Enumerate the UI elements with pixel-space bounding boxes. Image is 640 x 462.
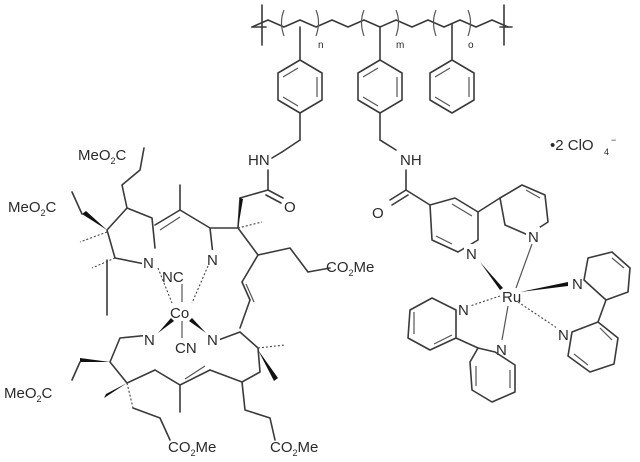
ru-nitrogen-4: N — [558, 327, 569, 344]
nitrogen-b: N — [207, 252, 218, 269]
cobalamin-linker: HN O — [237, 139, 301, 229]
axial-nc-label: NC — [162, 269, 184, 286]
ester-top-left-2: MeO2C — [8, 199, 57, 218]
ruthenium-linker: NH O — [372, 139, 431, 222]
amide-nh-ru-label: NH — [400, 152, 422, 169]
ru-nitrogen-1: N — [466, 246, 477, 263]
ru-nitrogen-5: N — [458, 302, 469, 319]
repeat-m-label: m — [396, 40, 404, 51]
ruthenium-complex: N N Ru N N N N — [407, 184, 631, 403]
nitrogen-c: N — [207, 332, 218, 349]
svg-text:4: 4 — [604, 147, 609, 157]
ruthenium-label: Ru — [502, 289, 521, 306]
perchlorate-label: •2 ClO — [550, 137, 594, 154]
ester-bottom-left: MeO2C — [4, 385, 53, 404]
cobalt-label: Co — [170, 305, 189, 322]
counterion: •2 ClO 4 − — [550, 135, 616, 157]
nitrogen-a: N — [143, 255, 154, 272]
cobalamin-core: N N N N Co NC CN MeO2C MeO2C — [4, 147, 374, 458]
polymer-backbone: n m o — [251, 4, 513, 61]
repeat-n-label: n — [318, 40, 324, 51]
ester-right: CO2Me — [326, 259, 374, 278]
ester-bottom-2: CO2Me — [270, 439, 318, 458]
benzene-ring-3 — [429, 59, 475, 114]
ru-nitrogen-6: N — [496, 342, 507, 359]
nitrogen-d: N — [144, 332, 155, 349]
ru-nitrogen-3: N — [572, 276, 583, 293]
benzene-ring-1 — [277, 59, 323, 141]
ester-top-left-1: MeO2C — [78, 147, 127, 166]
benzene-ring-2 — [357, 59, 403, 141]
amide-o-label: O — [284, 199, 296, 216]
amide-nh-label: HN — [248, 152, 270, 169]
repeat-o-label: o — [468, 40, 474, 51]
ru-nitrogen-2: N — [528, 229, 539, 246]
axial-cn-label: CN — [175, 340, 197, 357]
svg-text:−: − — [611, 135, 616, 145]
ester-bottom-1: CO2Me — [168, 439, 216, 458]
amide-o-ru-label: O — [372, 205, 384, 222]
